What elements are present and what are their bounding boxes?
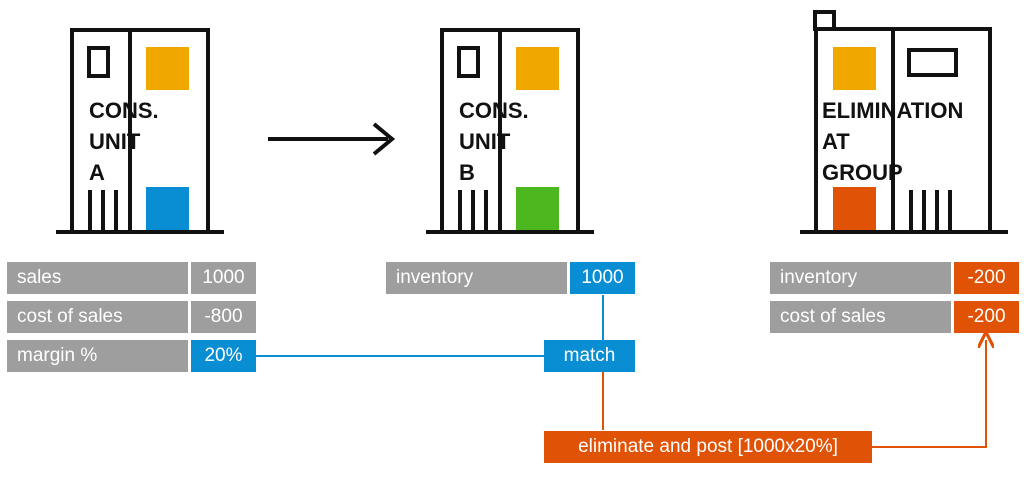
yellow-square-icon [146,47,189,90]
arrow-icon [268,122,396,156]
unit-b-label: CONS. UNIT B [459,98,535,185]
table-group-value-inventory: -200 [954,262,1019,294]
table-a-label-margin: margin % [7,340,188,372]
eliminate-box: eliminate and post [1000x20%] [544,431,872,463]
building-group-icon: ELIMINATION AT GROUP [800,10,1008,234]
yellow-square-icon [516,47,559,90]
unit-a-label: CONS. UNIT A [89,98,165,185]
match-box: match [544,340,635,372]
yellow-square-icon [833,47,876,90]
table-group-label-inventory: inventory [770,262,951,294]
table-a-label-cost-of-sales: cost of sales [7,301,188,333]
unit-group-label: ELIMINATION AT GROUP [822,98,969,185]
orange-square-icon [833,187,876,230]
building-b-icon: CONS. UNIT B [426,28,594,234]
table-a-label-sales: sales [7,262,188,294]
building-a-icon: CONS. UNIT A [56,28,224,234]
table-a-value-cost-of-sales: -800 [191,301,256,333]
table-group-label-cost-of-sales: cost of sales [770,301,951,333]
table-a-value-sales: 1000 [191,262,256,294]
table-b-label-inventory: inventory [386,262,567,294]
table-group-value-cost-of-sales: -200 [954,301,1019,333]
table-b-value-inventory: 1000 [570,262,635,294]
green-square-icon [516,187,559,230]
eliminate-to-group-arrow [872,340,986,448]
table-a-value-margin: 20% [191,340,256,372]
blue-square-icon [146,187,189,230]
